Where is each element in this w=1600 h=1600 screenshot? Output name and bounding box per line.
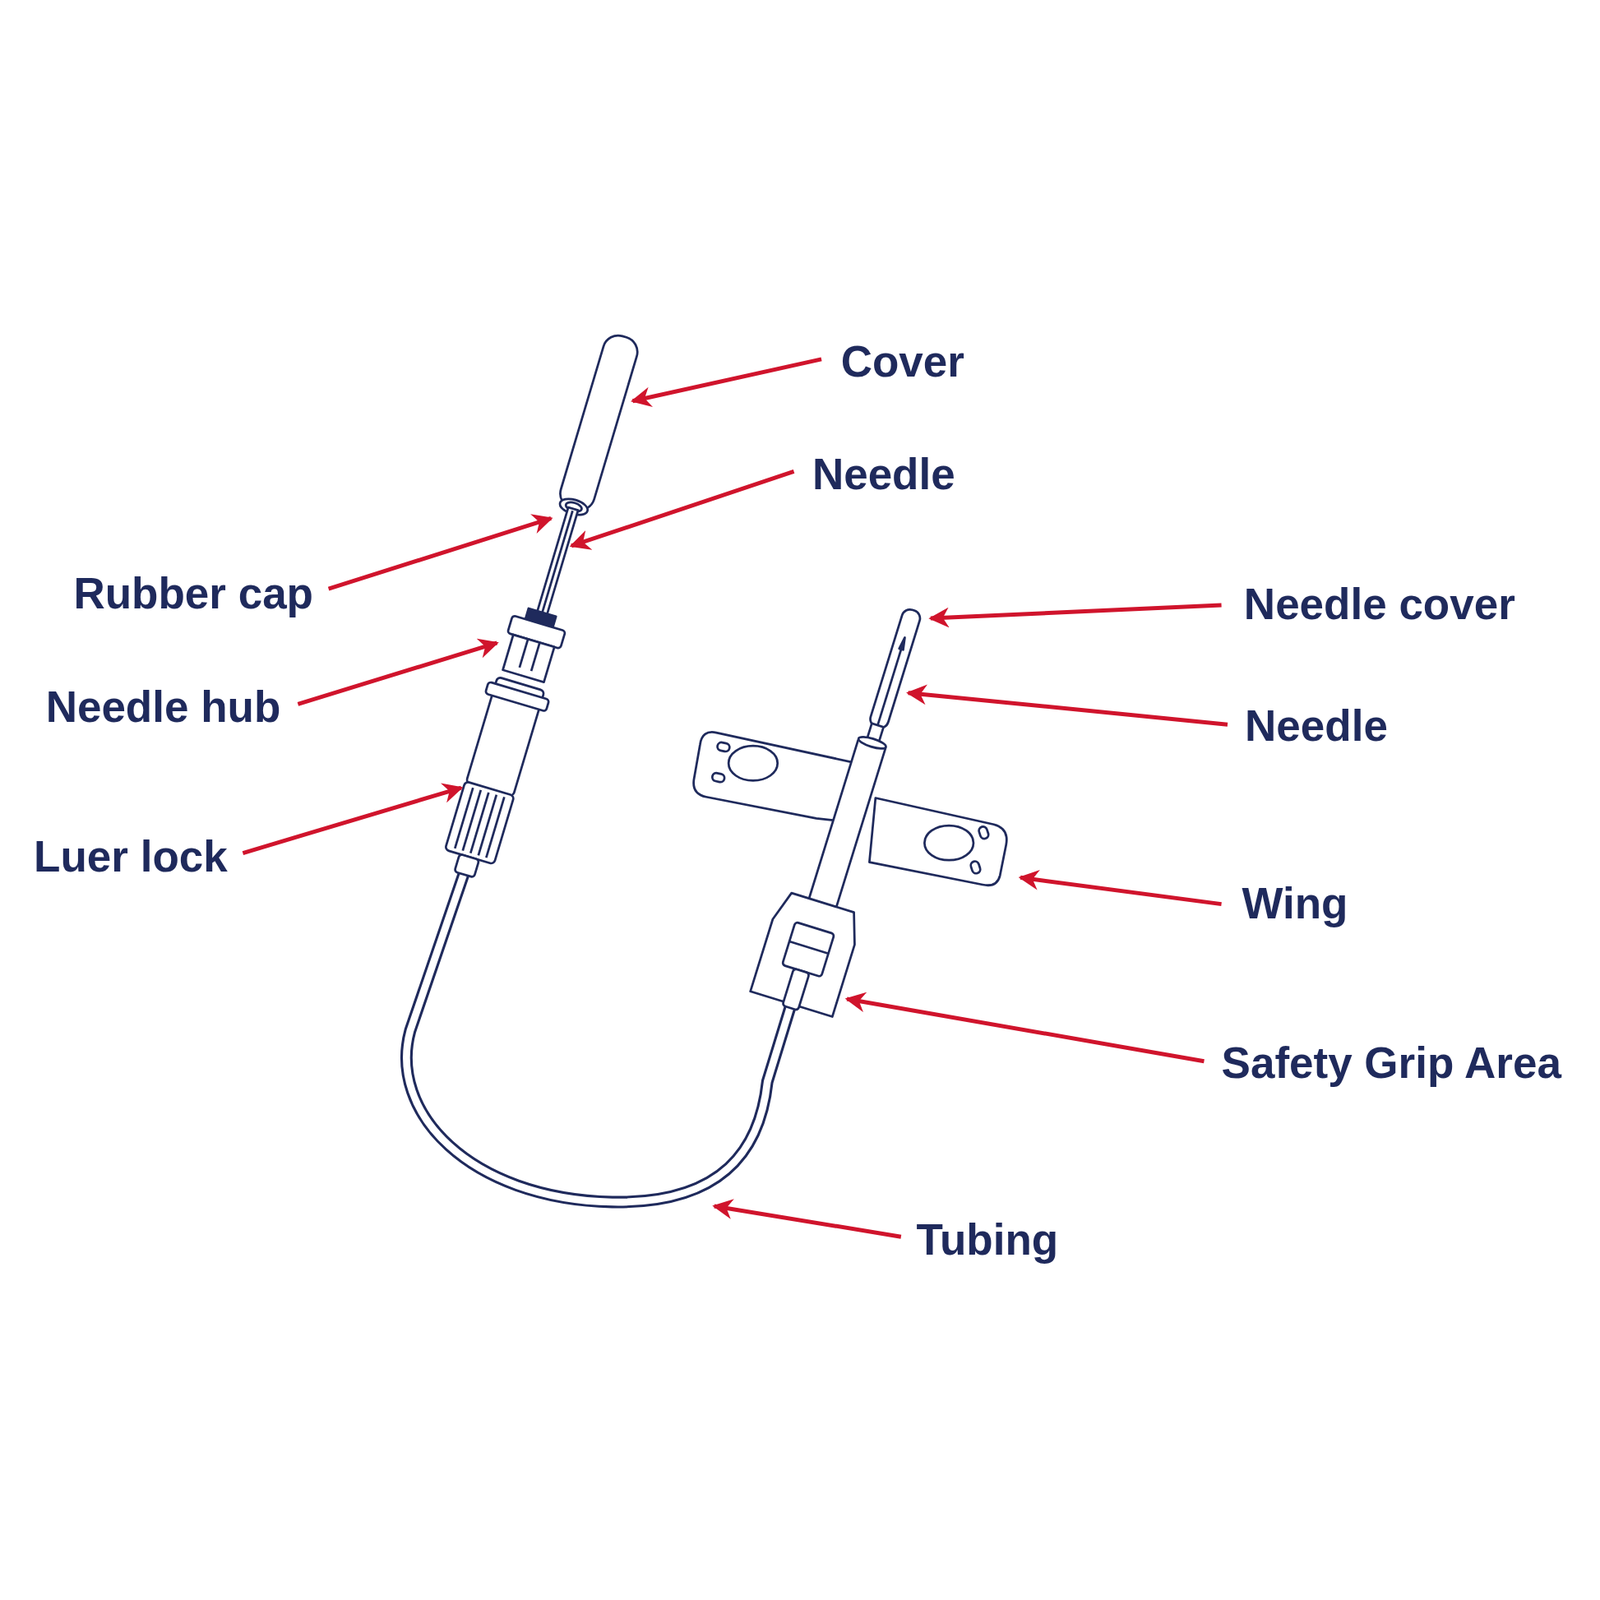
barrel-clip bbox=[485, 681, 550, 712]
leader-arrow bbox=[1020, 877, 1221, 904]
part-label: Needle hub bbox=[46, 683, 282, 731]
part-label: Tubing bbox=[915, 1216, 1059, 1264]
leader-arrow bbox=[571, 471, 795, 546]
needle-hub-body bbox=[503, 634, 555, 683]
leader-arrow bbox=[632, 359, 822, 402]
wing-hole bbox=[924, 825, 974, 861]
safety-grip-edge bbox=[789, 941, 828, 954]
luer-lock bbox=[444, 781, 514, 865]
part-label: Rubber cap bbox=[73, 569, 314, 618]
leader-arrow bbox=[930, 605, 1222, 619]
wing-slot bbox=[716, 741, 731, 753]
wing-slot bbox=[711, 772, 726, 783]
hub-slot bbox=[519, 638, 528, 667]
tubing-inner bbox=[406, 872, 791, 1203]
leader-arrow bbox=[242, 787, 462, 853]
tube-stub bbox=[454, 854, 480, 878]
part-label: Needle bbox=[1244, 702, 1388, 750]
safety-grip-slider bbox=[781, 921, 835, 977]
needle-core bbox=[542, 510, 574, 613]
safety-grip bbox=[750, 889, 865, 1017]
wing-hole bbox=[728, 745, 778, 781]
holder-needle-assembly bbox=[434, 328, 656, 884]
winged-needle-assembly bbox=[749, 597, 954, 1022]
wing-slot bbox=[977, 825, 990, 840]
part-label: Safety Grip Area bbox=[1221, 1039, 1562, 1087]
leader-arrow bbox=[846, 998, 1204, 1062]
needle bbox=[877, 642, 903, 726]
tube-stub bbox=[782, 968, 810, 1011]
wing-left bbox=[693, 731, 858, 823]
hub-slot bbox=[531, 642, 540, 671]
part-label: Luer lock bbox=[33, 832, 228, 881]
part-label: Cover bbox=[841, 337, 965, 386]
needle-cover bbox=[868, 607, 922, 731]
wing-slot bbox=[969, 860, 981, 874]
needle-tip bbox=[899, 637, 907, 651]
leader-arrow bbox=[297, 642, 497, 704]
part-label: Needle bbox=[812, 450, 956, 499]
wing-right bbox=[869, 798, 1007, 886]
leader-arrow bbox=[328, 517, 552, 589]
cover bbox=[556, 332, 642, 514]
tubing bbox=[406, 872, 791, 1203]
part-label: Wing bbox=[1241, 879, 1348, 928]
needle bbox=[536, 507, 579, 616]
part-label: Needle cover bbox=[1243, 580, 1516, 629]
leader-arrow bbox=[908, 693, 1228, 725]
luer-knurl bbox=[454, 787, 505, 858]
body-top bbox=[857, 735, 888, 752]
leader-arrow bbox=[714, 1206, 902, 1237]
